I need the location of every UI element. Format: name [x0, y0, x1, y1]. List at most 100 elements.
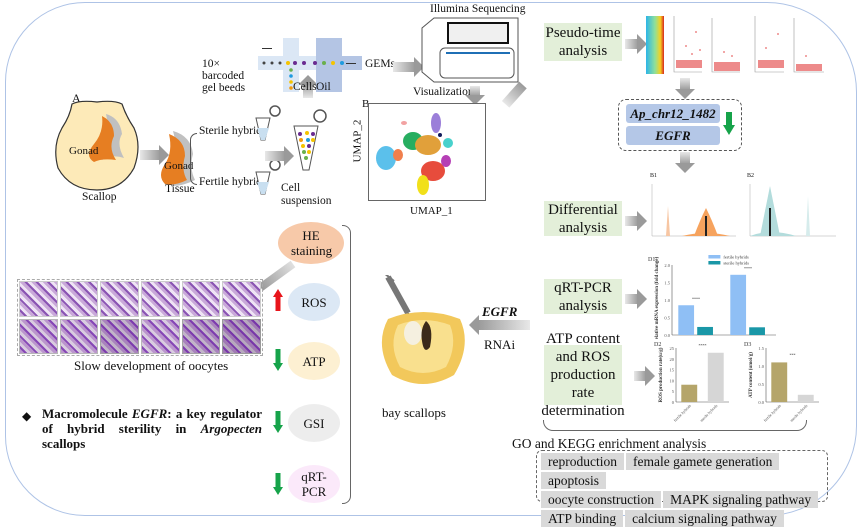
significance-label: ****	[744, 266, 752, 271]
pseudo-time-label: Pseudo-time analysis	[545, 25, 621, 59]
tissue-gonad-label: Gonad	[164, 160, 194, 172]
y-tick-label: 0.0	[664, 333, 670, 338]
violin-plots	[651, 184, 836, 237]
arrow-scallop-to-tissue	[140, 145, 169, 165]
conclusion-text: Macromolecule EGFR: a key regulator of h…	[42, 406, 262, 451]
histology-grid	[17, 279, 263, 356]
violin-b1-label: B1	[650, 173, 658, 179]
y-tick-label: 0	[672, 400, 675, 405]
histology-image	[100, 281, 139, 317]
histology-image	[222, 318, 261, 354]
histology-image	[141, 281, 180, 317]
umap-xlabel: UMAP_1	[410, 205, 453, 217]
go-kegg-title: GO and KEGG enrichment analysis	[512, 436, 707, 451]
cell-suspension-tube-icon	[293, 109, 327, 171]
significance-label: ****	[699, 343, 707, 348]
he-staining-label: HE staining	[291, 228, 333, 258]
fertile-tube-icon	[255, 159, 281, 195]
y-tick-label: 0.5	[664, 316, 670, 321]
histology-image	[141, 318, 180, 354]
droplets	[262, 61, 344, 90]
chart-title: D1	[648, 257, 655, 263]
y-axis-label: Relative mRNA expression (fold change)	[655, 257, 660, 339]
y-tick-label: 10	[670, 378, 675, 383]
term-tag: MAPK signaling pathway	[663, 491, 819, 508]
qrtpcr-label: qRT-PCR analysis	[554, 279, 612, 314]
chip-channel-right	[316, 56, 362, 70]
histology-image	[19, 281, 58, 317]
y-tick-label: 5	[672, 389, 675, 394]
arrow-to-genes	[675, 78, 695, 99]
bar	[797, 394, 814, 402]
gems-label: GEMs	[365, 58, 396, 70]
cells-label: Cells	[293, 81, 317, 93]
flow-arrow-out	[346, 63, 356, 64]
down-arrow-icon	[723, 112, 735, 135]
gel-beads-label: 10× barcoded gel beeds	[202, 58, 246, 94]
gene-box-group	[618, 99, 742, 151]
atp-label: ATP	[302, 353, 326, 369]
gsi-ellipse: GSI	[288, 404, 340, 442]
differential-label: Differential analysis	[548, 201, 618, 236]
significance-label: ***	[790, 352, 796, 357]
branch-brace	[190, 133, 197, 185]
flow-arrow-beads	[262, 48, 272, 49]
bay-scallops-label: bay scallops	[382, 405, 446, 420]
y-tick-label: 2.0	[664, 263, 670, 268]
qrtpcr-box: qRT-PCR analysis	[544, 279, 622, 314]
legend-label: fertile hybrids	[723, 255, 749, 260]
term-tag: apoptosis	[541, 472, 607, 489]
phenotype-brace	[342, 225, 351, 504]
atp-ellipse: ATP	[288, 342, 340, 380]
gene-ap-chr12-1482: Ap_chr12_1482	[626, 104, 720, 123]
arrow-to-violins-2	[625, 211, 647, 231]
y-tick-label: 1.5	[758, 346, 764, 351]
tissue-illustration	[161, 131, 195, 186]
down-arrow-icon	[273, 473, 283, 495]
arrow-to-d2-d3	[634, 366, 655, 386]
oil-label: Oil	[316, 81, 331, 93]
significance-label: ****	[692, 296, 700, 301]
he-staining-ellipse: HE staining	[278, 222, 344, 264]
y-tick-label: 20	[670, 357, 675, 362]
term-tag: oocyte construction	[541, 491, 662, 508]
down-arrow-icon	[273, 411, 283, 433]
y-tick-label: 0.0	[758, 400, 764, 405]
term-tag: female gamete generation	[625, 453, 780, 470]
arrow-gems-to-sequencer	[393, 57, 424, 77]
bullet-icon: ◆	[22, 409, 32, 423]
arrow-to-umap	[465, 86, 485, 105]
scallop-illustration	[55, 100, 139, 191]
chart-title: D2	[654, 342, 661, 348]
cell-suspension-label: Cell suspension	[281, 182, 332, 207]
y-tick-label: 0.5	[758, 382, 764, 387]
gonad-shape	[89, 116, 116, 162]
conclusion-pre: Macromolecule	[42, 406, 132, 421]
ros-label: ROS	[301, 294, 327, 310]
up-arrow-icon	[273, 289, 283, 311]
chart-title: D3	[744, 342, 751, 348]
rnai-method-label: RNAi	[484, 337, 516, 352]
fertile-hybrid-label: Fertile hybrid	[199, 176, 262, 188]
qrtpcr-ellipse: qRT-PCR	[288, 465, 340, 503]
term-tag: reproduction	[541, 453, 624, 470]
legend-swatch	[708, 255, 721, 259]
arrow-tubes-to-suspension	[265, 146, 294, 166]
arrow-to-d1	[625, 289, 647, 309]
bar	[697, 326, 713, 335]
conclusion-argopecten: Argopecten	[200, 421, 262, 436]
bar	[681, 384, 698, 402]
ros-ellipse: ROS	[288, 283, 340, 321]
histology-image	[100, 318, 139, 354]
bar	[749, 327, 765, 335]
histology-image	[59, 281, 99, 317]
umap-plot	[368, 103, 486, 201]
bar	[678, 305, 695, 335]
panel-b-label: B	[362, 98, 370, 110]
sequencing-label: Illumina Sequencing	[430, 3, 526, 15]
